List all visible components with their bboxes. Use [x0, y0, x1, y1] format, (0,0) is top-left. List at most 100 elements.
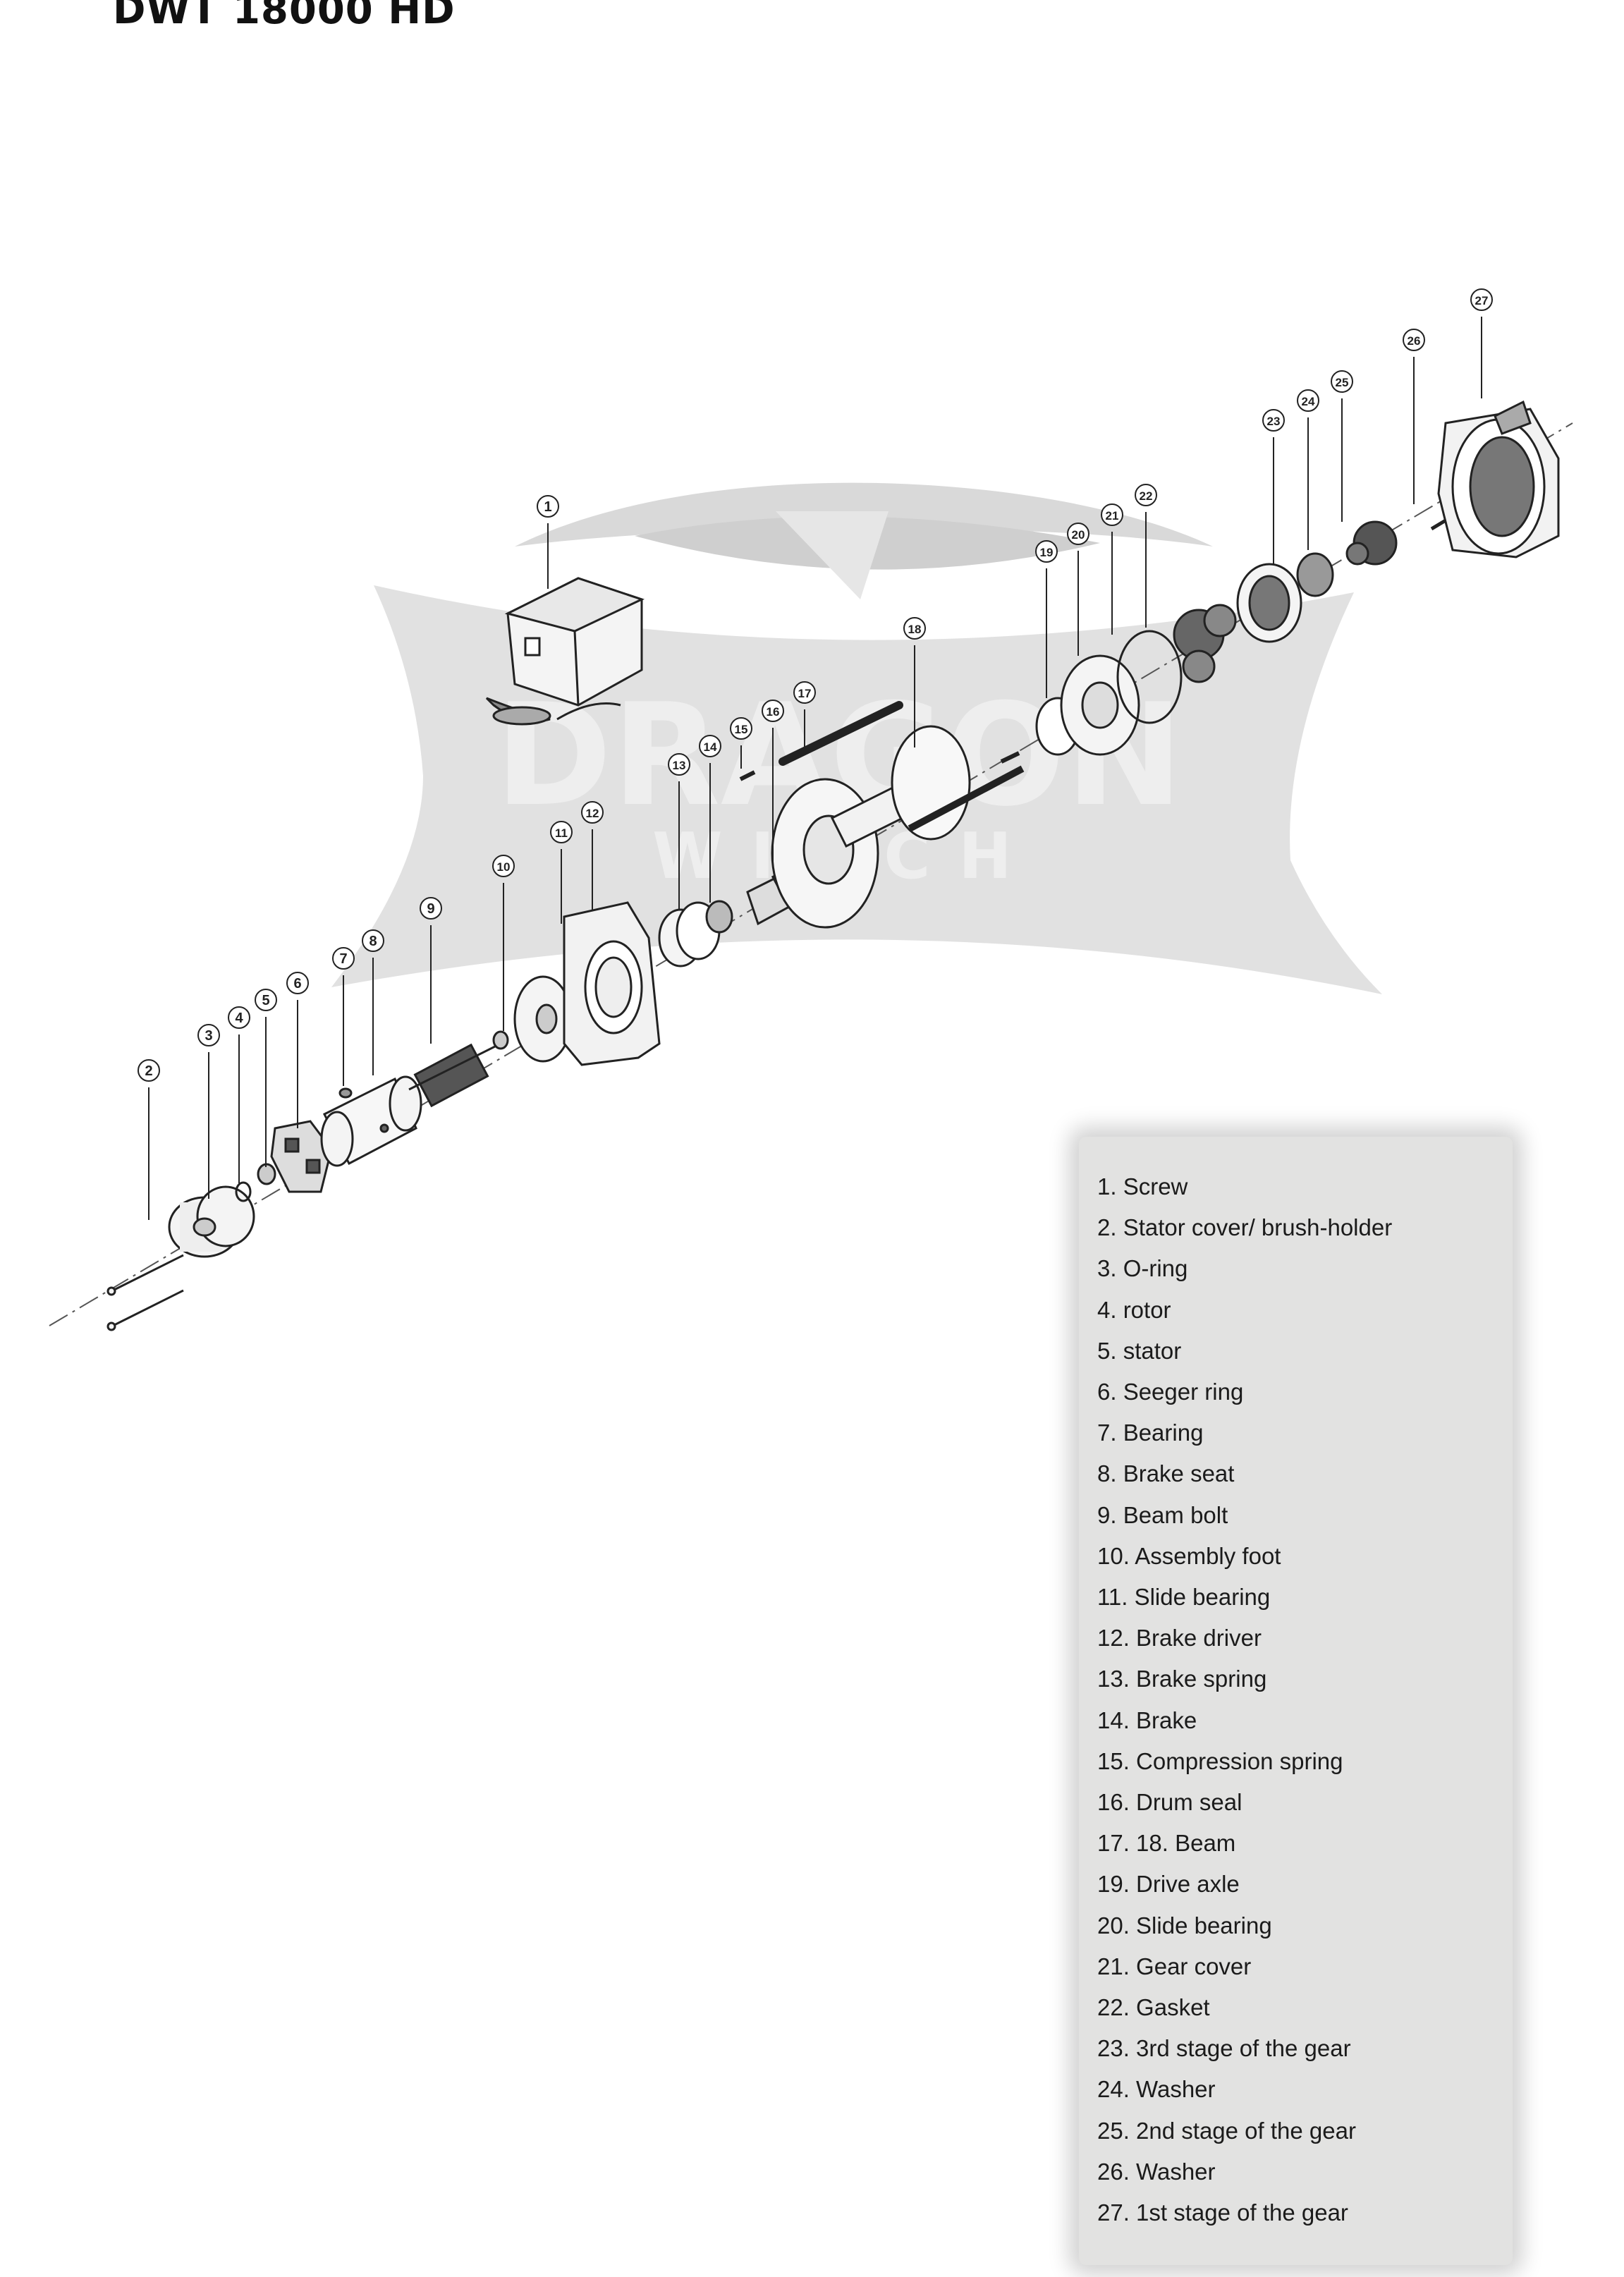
callout-9: 9: [420, 897, 442, 920]
callout-21: 21: [1101, 503, 1123, 526]
legend-item: 19. Drive axle: [1097, 1871, 1240, 1898]
legend-item: 23. 3rd stage of the gear: [1097, 2035, 1351, 2062]
legend-item: 22. Gasket: [1097, 1994, 1210, 2021]
callout-2: 2: [138, 1059, 160, 1082]
watermark-logo: DRAGON WINCH: [331, 482, 1382, 994]
compression-spring-part: [739, 770, 756, 781]
callout-label: 4: [235, 1011, 243, 1026]
callout-label: 19: [1040, 546, 1054, 559]
callout-label: 22: [1140, 489, 1153, 503]
beam-rod-part: [779, 701, 903, 766]
callout-16: 16: [762, 700, 784, 722]
legend-item: 17. 18. Beam: [1097, 1830, 1236, 1857]
callout-26: 26: [1403, 329, 1425, 351]
gear-housing-part: [1437, 400, 1560, 558]
callout-7: 7: [332, 947, 355, 970]
drum-part: [771, 725, 1025, 929]
callout-label: 14: [704, 740, 717, 754]
callout-label: 8: [369, 934, 377, 949]
legend-item: 8. Brake seat: [1097, 1460, 1235, 1487]
legend-item: 10. Assembly foot: [1097, 1542, 1281, 1569]
washer-part: [1296, 552, 1334, 597]
bearing-plate-part: [492, 975, 573, 1063]
legend-item: 20. Slide bearing: [1097, 1912, 1272, 1939]
callout-10: 10: [492, 855, 515, 877]
slide-bearing-plate-part: [1060, 654, 1140, 756]
callout-27: 27: [1470, 288, 1493, 311]
callout-20: 20: [1067, 523, 1089, 545]
callout-label: 7: [339, 951, 347, 967]
bearing-small-part: [257, 1163, 276, 1185]
callout-label: 5: [262, 993, 269, 1008]
callout-label: 17: [798, 687, 812, 700]
nut-part: [338, 1087, 353, 1099]
gasket-part: [1116, 630, 1183, 724]
legend-item: 12. Brake driver: [1097, 1625, 1262, 1652]
planet-gear-part: [1173, 604, 1237, 683]
legend-item: 2. Stator cover/ brush-holder: [1097, 1214, 1393, 1241]
callout-5: 5: [255, 989, 277, 1011]
callout-label: 3: [204, 1028, 212, 1044]
legend-item: 16. Drum seal: [1097, 1789, 1243, 1816]
stator-cover-part: [168, 1185, 255, 1258]
callout-14: 14: [699, 735, 721, 757]
legend-item: 14. Brake: [1097, 1707, 1197, 1733]
callout-label: 18: [908, 623, 922, 636]
callout-24: 24: [1297, 389, 1319, 412]
callout-19: 19: [1035, 540, 1058, 563]
callout-18: 18: [903, 617, 926, 640]
stator-housing-part: [320, 1075, 422, 1167]
callout-label: 16: [767, 705, 780, 719]
o-ring-part: [235, 1181, 252, 1202]
callout-12: 12: [581, 801, 604, 824]
callout-label: 6: [293, 976, 301, 991]
legend-item: 5. stator: [1097, 1337, 1182, 1364]
callout-22: 22: [1135, 484, 1157, 506]
legend-item: 3. O-ring: [1097, 1255, 1188, 1282]
callout-leaders: [148, 317, 1482, 1220]
legend-list: 1. Screw 2. Stator cover/ brush-holder 3. …: [1079, 1137, 1513, 2233]
legend-item: 6. Seeger ring: [1097, 1379, 1244, 1405]
callout-label: 21: [1106, 509, 1119, 523]
legend-item: 26. Washer: [1097, 2158, 1216, 2185]
callout-3: 3: [197, 1024, 220, 1046]
callout-label: 23: [1267, 415, 1281, 428]
callout-1: 1: [537, 495, 559, 518]
legend-panel: 1. Screw 2. Stator cover/ brush-holder 3. …: [1079, 1137, 1513, 2265]
callout-label: 10: [497, 860, 511, 874]
callouts: 1234567891011121314151617181920212223242…: [138, 288, 1493, 1082]
callout-label: 24: [1302, 395, 1315, 408]
callout-label: 2: [145, 1063, 152, 1079]
legend-item: 27. 1st stage of the gear: [1097, 2199, 1348, 2226]
rotor-part: [408, 1039, 508, 1108]
sun-gear-part: [1345, 520, 1398, 566]
legend-item: 13. Brake spring: [1097, 1666, 1267, 1692]
callout-label: 15: [735, 723, 748, 736]
callout-6: 6: [286, 972, 309, 994]
callout-label: 25: [1336, 376, 1349, 389]
callout-23: 23: [1262, 409, 1285, 432]
callout-label: 26: [1408, 334, 1421, 348]
legend-item: 1. Screw: [1097, 1173, 1188, 1199]
callout-4: 4: [228, 1006, 250, 1029]
callout-label: 1: [544, 499, 551, 515]
legend-item: 9. Beam bolt: [1097, 1501, 1228, 1528]
page-title: DWT 18000 HD: [113, 0, 456, 33]
brake-part: [705, 900, 733, 934]
callout-label: 20: [1072, 528, 1085, 542]
callout-label: 12: [586, 807, 599, 820]
end-bracket-part: [563, 901, 661, 1066]
callout-label: 11: [555, 826, 568, 840]
screw-part: [106, 1254, 184, 1331]
ring-gear-part: [1236, 563, 1302, 643]
legend-item: 25. 2nd stage of the gear: [1097, 2117, 1356, 2144]
brush-holder-part: [270, 1120, 333, 1193]
legend-item: 24. Washer: [1097, 2076, 1216, 2103]
legend-item: 7. Bearing: [1097, 1420, 1204, 1446]
legend-item: 11. Slide bearing: [1097, 1584, 1271, 1611]
callout-13: 13: [668, 753, 690, 776]
legend-item: 15. Compression spring: [1097, 1747, 1343, 1774]
callout-label: 27: [1475, 294, 1489, 307]
control-box-part: [485, 577, 645, 726]
